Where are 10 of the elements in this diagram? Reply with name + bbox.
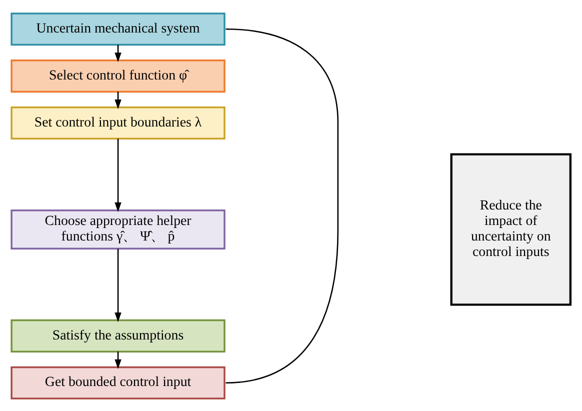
arrow (114, 138, 122, 212)
node-box: Choose appropriate helper functions γ̂、 Ψ̂、 p̂ (10, 208, 226, 249)
node-box: Get bounded control input (10, 366, 226, 399)
node-box: Reduce the impact of uncertainty on control inputs (450, 152, 572, 306)
node-box: Set control input boundaries λ (10, 106, 226, 139)
node-box: Uncertain mechanical system (10, 12, 226, 46)
node-box: Satisfy the assumptions (10, 318, 226, 352)
node-box: Select control function φ̂ (10, 59, 226, 92)
connector (226, 28, 339, 384)
arrow (114, 248, 122, 322)
